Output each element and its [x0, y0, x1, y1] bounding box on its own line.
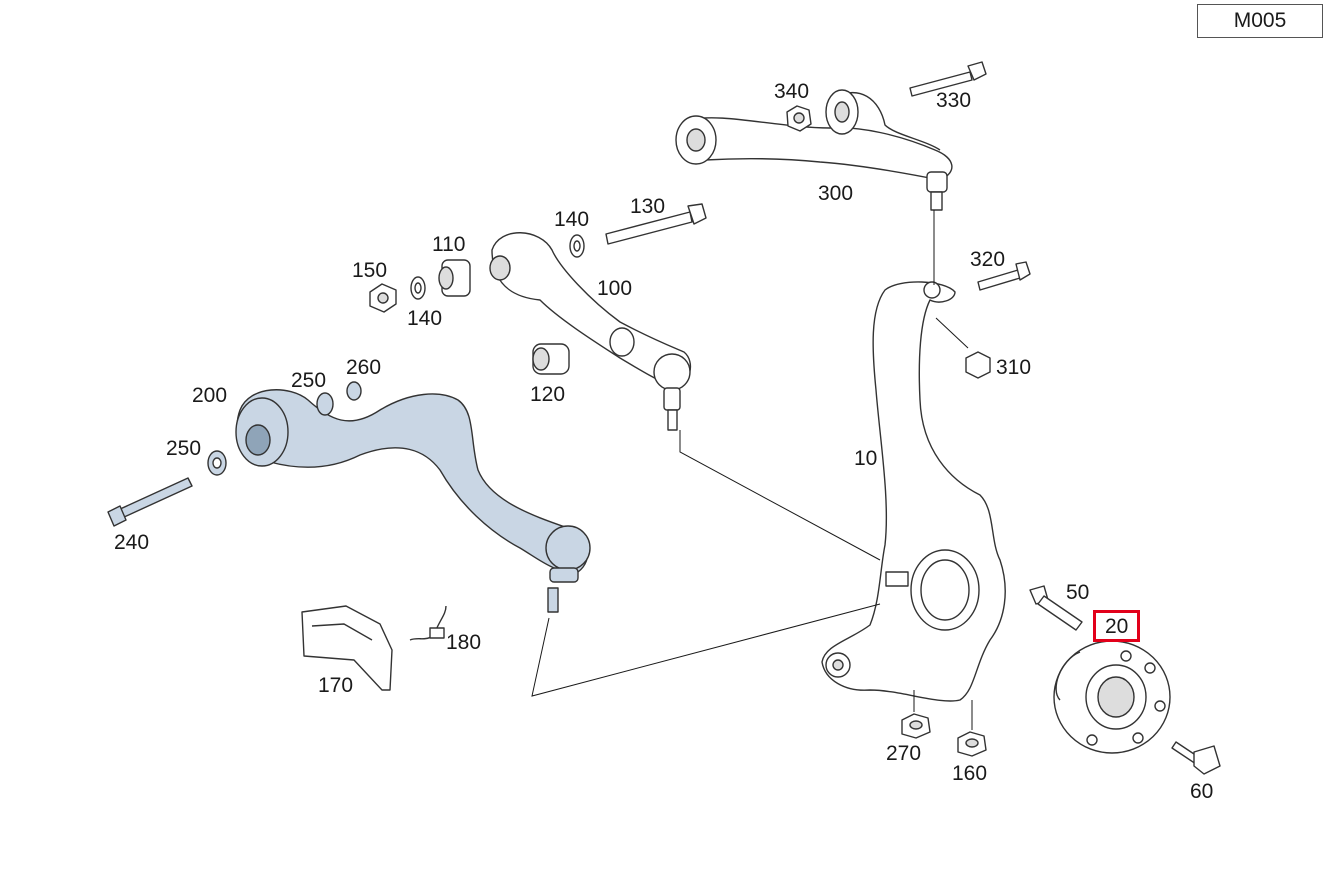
- callout-140-lower[interactable]: 140: [407, 307, 443, 330]
- nut-270-part[interactable]: [901, 713, 931, 739]
- callout-100[interactable]: 100: [597, 277, 633, 300]
- nut-160-part[interactable]: [957, 731, 987, 757]
- bolt-240-part[interactable]: [107, 477, 193, 527]
- callout-340[interactable]: 340: [774, 80, 810, 103]
- callout-160[interactable]: 160: [952, 762, 988, 785]
- callout-330[interactable]: 330: [936, 89, 972, 112]
- bushing-110-part[interactable]: [438, 259, 471, 297]
- callout-320[interactable]: 320: [970, 248, 1006, 271]
- callout-310[interactable]: 310: [996, 356, 1032, 379]
- callout-260[interactable]: 260: [346, 356, 382, 379]
- callout-200[interactable]: 200: [192, 384, 228, 407]
- bushing-120-part[interactable]: [532, 343, 570, 375]
- callout-180[interactable]: 180: [446, 631, 482, 654]
- callout-60[interactable]: 60: [1190, 780, 1214, 803]
- callout-150[interactable]: 150: [352, 259, 388, 282]
- washer-250b-part[interactable]: [207, 450, 227, 476]
- washer-260-part[interactable]: [346, 381, 362, 401]
- nut-340-part[interactable]: [786, 105, 812, 132]
- bolt-320-part[interactable]: [977, 261, 1031, 291]
- callout-240[interactable]: 240: [114, 531, 150, 554]
- callout-170[interactable]: 170: [318, 674, 354, 697]
- steering-knuckle-part[interactable]: [821, 281, 1006, 702]
- callout-140-upper[interactable]: 140: [554, 208, 590, 231]
- callout-130[interactable]: 130: [630, 195, 666, 218]
- callout-110[interactable]: 110: [432, 233, 466, 256]
- washer-140b-part[interactable]: [410, 276, 426, 300]
- washer-140-part[interactable]: [569, 234, 585, 258]
- page-code-box: M005: [1197, 4, 1323, 38]
- bolt-50-part[interactable]: [1029, 585, 1083, 631]
- washer-250-part[interactable]: [316, 392, 334, 416]
- callout-300[interactable]: 300: [818, 182, 854, 205]
- nut-150-part[interactable]: [369, 283, 397, 313]
- nut-310-part[interactable]: [965, 351, 991, 379]
- upper-control-arm-part[interactable]: [675, 89, 953, 211]
- wheel-hub-part[interactable]: [1053, 640, 1171, 754]
- callout-50[interactable]: 50: [1066, 581, 1090, 604]
- bolt-60-part[interactable]: [1171, 741, 1221, 775]
- leader-lines: [531, 210, 973, 730]
- bolt-330-part[interactable]: [909, 61, 987, 97]
- lower-control-arm-200-part[interactable]: [235, 389, 591, 613]
- callout-270[interactable]: 270: [886, 742, 922, 765]
- shield-170-part[interactable]: [301, 605, 393, 691]
- callout-250-upper[interactable]: 250: [291, 369, 327, 392]
- callout-20-selected[interactable]: 20: [1093, 610, 1141, 642]
- sensor-180-part[interactable]: [409, 605, 447, 641]
- callout-120[interactable]: 120: [530, 383, 566, 406]
- callout-10[interactable]: 10: [854, 447, 878, 470]
- bolt-130-part[interactable]: [605, 203, 707, 245]
- lower-link-100-part[interactable]: [489, 232, 692, 431]
- callout-250-lower[interactable]: 250: [166, 437, 202, 460]
